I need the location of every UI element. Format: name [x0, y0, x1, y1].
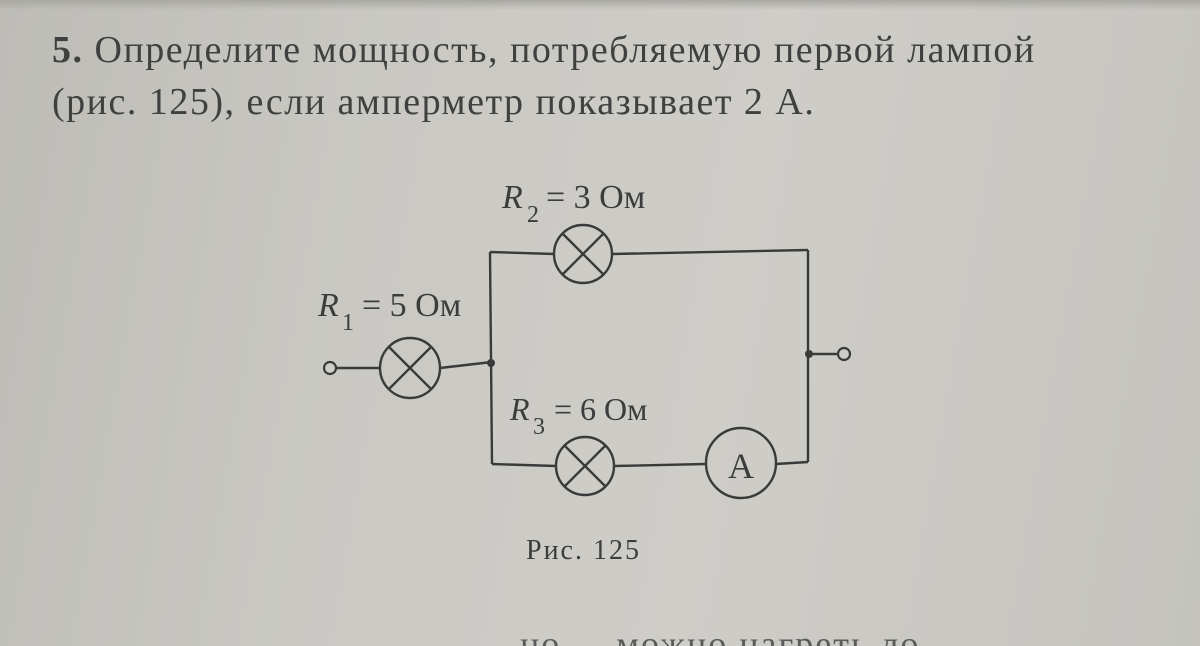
label-r1-sub: 1 [342, 310, 354, 336]
lamp-r3-icon [554, 435, 616, 497]
problem-line-1: 5. Определите мощность, потребляемую пер… [52, 24, 1172, 76]
wire-bottom-middle [613, 462, 707, 468]
wire-left-vertical [488, 251, 494, 465]
figure-caption: Рис. 125 [526, 535, 641, 566]
label-r2-sub: 2 [527, 202, 539, 228]
next-problem-text: но ... можно нагреть ло [520, 624, 921, 646]
problem-text-line-1: Определите мощность, потребляемую первой… [94, 29, 1036, 71]
problem-statement: 5. Определите мощность, потребляемую пер… [52, 24, 1172, 128]
terminal-right [836, 346, 852, 362]
wire-top-left [489, 250, 555, 256]
ammeter-label: A [728, 446, 754, 486]
label-r3: R 3 = 6 Ом [509, 391, 647, 440]
label-r1: R 1 = 5 Ом [317, 287, 461, 336]
problem-text-line-2: (рис. 125), если амперметр показывает 2 … [52, 81, 816, 123]
terminal-left [322, 360, 338, 376]
problem-number: 5. [52, 29, 84, 71]
label-r3-sub: 3 [533, 414, 545, 440]
label-r2-value: = 3 Ом [546, 179, 645, 216]
wire-bottom-right [775, 460, 809, 466]
wire-top-right [611, 248, 809, 256]
wire-r1-to-node [439, 360, 493, 370]
wire-bottom-left [491, 462, 557, 468]
label-r1-value: = 5 Ом [362, 287, 461, 324]
lamp-r2-icon [552, 223, 614, 285]
label-r3-symbol: R [509, 391, 530, 427]
label-r2-symbol: R [501, 179, 523, 216]
junction-node-right [805, 350, 813, 358]
label-r2: R 2 = 3 Ом [501, 179, 645, 228]
junction-node-left [487, 359, 495, 367]
page-top-edge [0, 0, 1200, 10]
label-r1-symbol: R [317, 287, 339, 324]
label-r3-value: = 6 Ом [554, 391, 647, 427]
next-problem-fragment: но ... можно нагреть ло [0, 618, 1200, 646]
lamp-r1-icon [378, 336, 442, 400]
ammeter-icon: A [704, 426, 778, 500]
